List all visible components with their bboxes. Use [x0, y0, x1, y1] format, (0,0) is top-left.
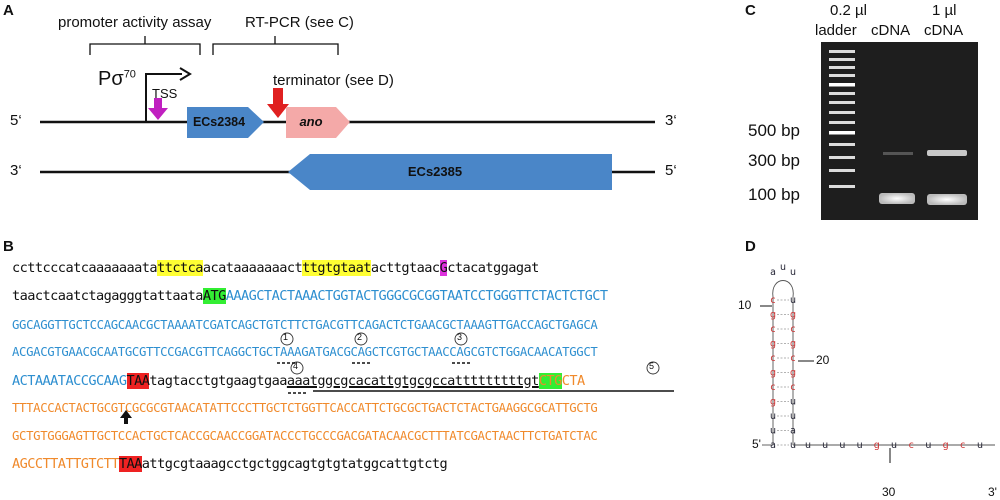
- hairpin-left-base: a: [770, 440, 776, 451]
- minus35-box: ttctca: [157, 260, 203, 276]
- sequence-line-3: GGCAGGTTGCTCCAGCAACGCTAAAATCGATCAGCTGTCT…: [12, 318, 598, 332]
- hairpin-right-base: u: [790, 411, 796, 422]
- assay-bracket: [89, 36, 201, 55]
- minus10-box: ttgtgtaat: [302, 260, 371, 276]
- sequence-line-2: taactcaatctagagggtattaataATGAAAGCTACTAAA…: [12, 288, 608, 304]
- sequence-line-8: AGCCTTATTGTCTTTAAattgcgtaaagcctgctggcagt…: [12, 456, 448, 472]
- hairpin-label-30: 30: [882, 485, 896, 499]
- hairpin-loop-base: u: [780, 262, 786, 273]
- hairpin-tail-base: c: [960, 440, 965, 451]
- up-arrow-icon: [120, 410, 132, 424]
- lane3-label-top: 1 µl: [932, 2, 957, 19]
- sequence-line-5: ACTAAATACCGCAAGTAAtagtacctgtgaagtgaaaaat…: [12, 373, 585, 389]
- terminator-arrow-icon: [267, 88, 289, 118]
- hairpin-left-base: g: [770, 368, 776, 379]
- hairpin-left-base: g: [770, 339, 776, 350]
- hairpin-left-base: g: [770, 397, 776, 408]
- lane1-label: ladder: [815, 22, 857, 39]
- stop-codon-1: TAA: [126, 373, 150, 389]
- terminator-sequence: aaatggcgcacattgtgcgccatttttttttgt: [286, 373, 539, 389]
- operon-diagram: [40, 36, 655, 190]
- sequence-line-6: TTTACCACTACTGCGTCGCGCGTAACATATTCCCTTGCTC…: [12, 401, 598, 415]
- hairpin-left-base: c: [770, 295, 775, 306]
- hairpin-right-base: c: [790, 382, 795, 393]
- tss-label: TSS: [152, 86, 178, 101]
- hairpin-right-base: u: [790, 397, 796, 408]
- size-500bp: 500 bp: [748, 121, 800, 140]
- bottom-5-end: 5‘: [665, 162, 677, 179]
- panel-label-c: C: [745, 2, 756, 19]
- hairpin-5-end: 5': [752, 437, 761, 451]
- rtpcr-bracket: [212, 36, 339, 55]
- sequence-line-4: ACGACGTGAACGCAATGCGTTCCGACGTTCAGGCTGCTAA…: [12, 345, 598, 359]
- hairpin-right-base: g: [790, 310, 796, 321]
- hairpin-tail-base: u: [891, 440, 897, 451]
- hairpin-label-20: 20: [816, 353, 830, 367]
- hairpin-tail-base: g: [874, 440, 880, 451]
- panel-label-d: D: [745, 238, 756, 255]
- hairpin-tail-base: u: [977, 440, 983, 451]
- tss-arrow-icon: [148, 98, 168, 120]
- ano-start-codon: CTG: [538, 373, 562, 389]
- hairpin-loop-base: a: [770, 267, 776, 278]
- tss-base: G: [439, 260, 448, 276]
- top-3-end: 3‘: [665, 112, 677, 129]
- hairpin-tail-base: u: [925, 440, 931, 451]
- hairpin-left-base: u: [770, 411, 776, 422]
- hairpin-loop-base: u: [790, 267, 796, 278]
- rtpcr-label: RT-PCR (see C): [245, 14, 354, 31]
- hairpin-right-base: g: [790, 339, 796, 350]
- size-300bp: 300 bp: [748, 151, 800, 170]
- hairpin-tail-base: u: [805, 440, 811, 451]
- hairpin-right-base: u: [790, 295, 796, 306]
- hairpin-left-base: c: [770, 353, 775, 364]
- gene-ecs2384: [187, 107, 264, 138]
- lane2-label-top: 0.2 µl: [830, 2, 867, 19]
- sequence-line-7: GCTGTGGGAGTTGCTCCACTGCTCACCGCAACCGGATACC…: [12, 429, 598, 443]
- hairpin-right-base: a: [790, 426, 796, 437]
- bottom-3-end: 3‘: [10, 162, 22, 179]
- lane2-label-bottom: cDNA: [871, 22, 911, 39]
- gene-ano-label: ano: [299, 114, 323, 129]
- hairpin-tail-base: u: [839, 440, 845, 451]
- sequence-line-1: ccttcccatcaaaaaaatattctcaacataaaaaaacttt…: [12, 260, 539, 276]
- circle-4: 4: [293, 361, 299, 371]
- hairpin-label-10: 10: [738, 298, 752, 312]
- gel-image: [821, 42, 978, 220]
- top-5-end: 5‘: [10, 112, 22, 129]
- hairpin-right-base: u: [790, 440, 796, 451]
- lane3-label-bottom: cDNA: [924, 22, 964, 39]
- hairpin-right-base: c: [790, 353, 795, 364]
- hairpin-right-base: c: [790, 324, 795, 335]
- terminator-label: terminator (see D): [273, 72, 394, 89]
- circle-3: 3: [457, 332, 463, 342]
- circle-2: 2: [357, 332, 363, 342]
- gene-ano: [286, 107, 350, 138]
- hairpin-left-base: c: [770, 382, 775, 393]
- hairpin-left-base: c: [770, 324, 775, 335]
- circle-1: 1: [283, 332, 289, 342]
- hairpin-3-end: 3': [988, 485, 997, 499]
- circle-5: 5: [649, 361, 655, 371]
- hairpin-tail-base: c: [909, 440, 914, 451]
- stop-codon-2: TAA: [118, 456, 142, 472]
- panel-label-b: B: [3, 238, 14, 255]
- hairpin-left-base: u: [770, 426, 776, 437]
- panel-label-a: A: [3, 2, 14, 19]
- hairpin-tail-base: u: [822, 440, 828, 451]
- promoter-assay-label: promoter activity assay: [58, 14, 212, 31]
- hairpin-left-base: g: [770, 310, 776, 321]
- hairpin-tail-base: u: [857, 440, 863, 451]
- gene-ecs2385: [288, 154, 612, 190]
- gene-ecs2384-label: ECs2384: [192, 115, 246, 129]
- size-100bp: 100 bp: [748, 185, 800, 204]
- promoter-arrow: [145, 73, 182, 122]
- hairpin-tail-base: g: [943, 440, 949, 451]
- sequence-markers: [120, 332, 674, 424]
- start-codon: ATG: [202, 288, 226, 304]
- gene-ecs2385-label: ECs2385: [407, 164, 463, 179]
- promoter-label: Pσ70: [98, 68, 136, 90]
- hairpin-right-base: g: [790, 368, 796, 379]
